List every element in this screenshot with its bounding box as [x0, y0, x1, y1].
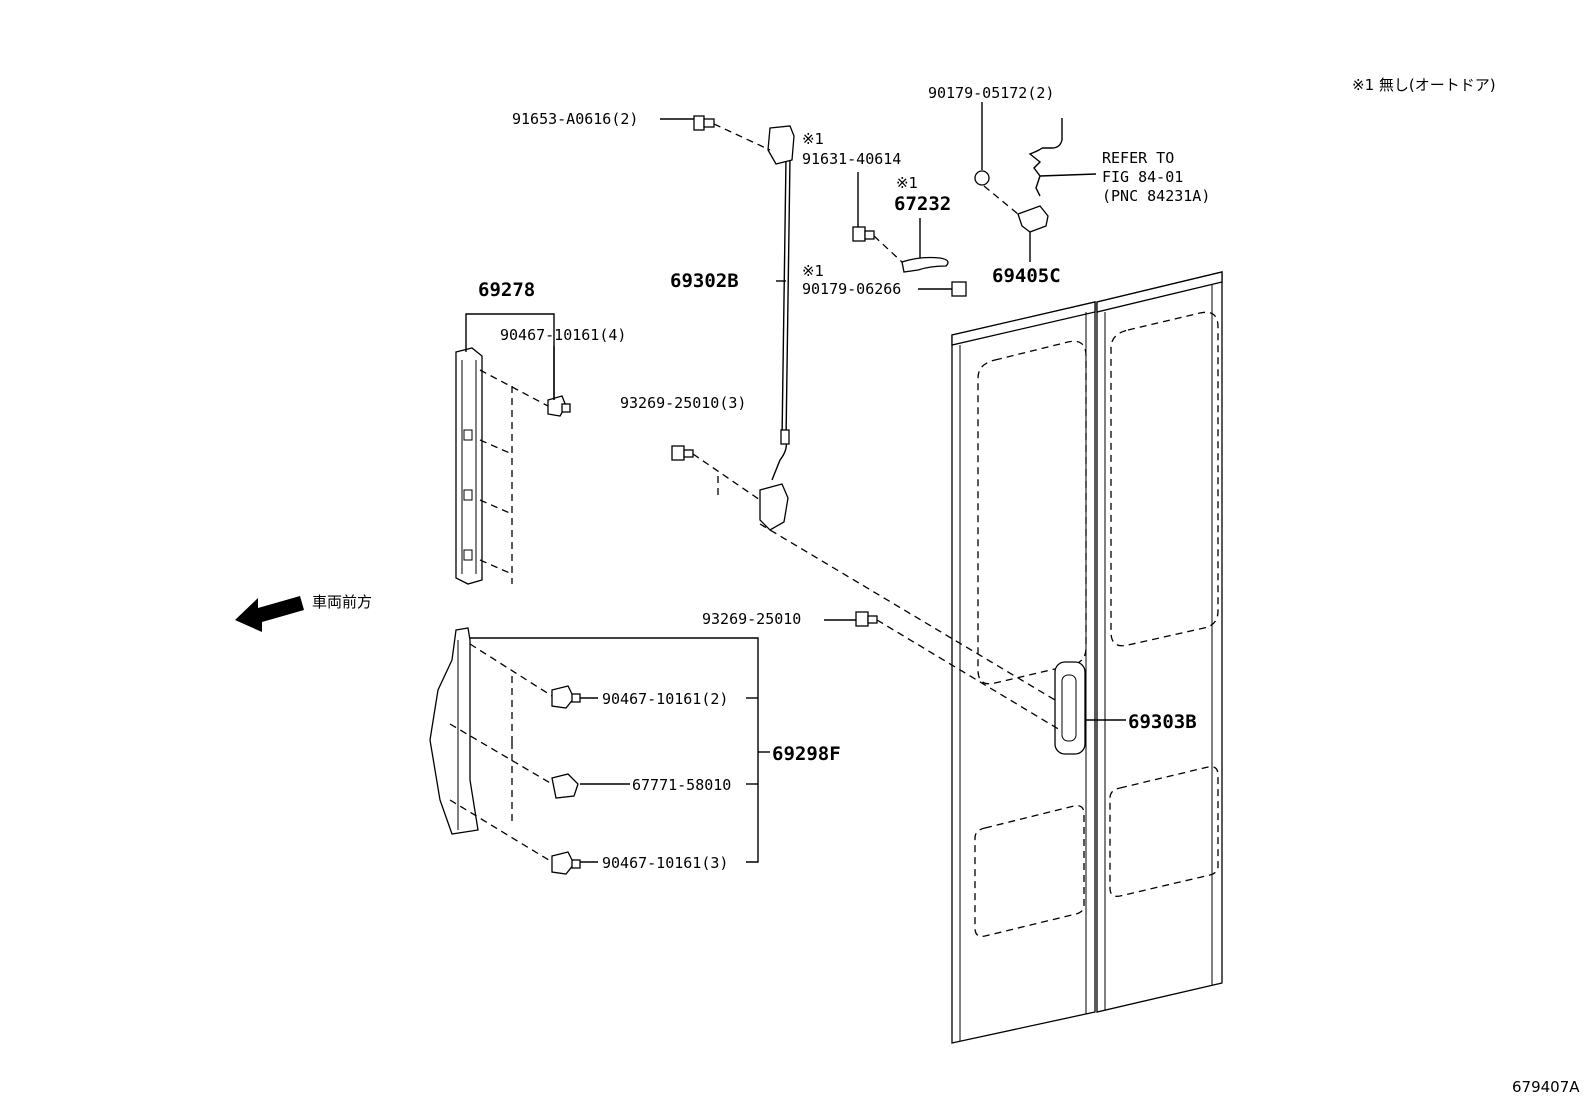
front-direction-label: 車両前方 [312, 593, 372, 611]
clip-90467-2 [551, 685, 581, 709]
callout-69278: 69278 [478, 279, 535, 301]
callout-90467-10161-2: 90467-10161(2) [602, 690, 728, 708]
installation-lines [449, 123, 1061, 863]
screw-93269-upper [671, 445, 694, 461]
callout-91631-40614: 91631-40614 [802, 150, 901, 168]
screw-93269-lower [855, 611, 878, 627]
callout-90467-10161-4: 90467-10161(4) [500, 326, 626, 344]
callout-91653-A0616: 91653-A0616(2) [512, 110, 638, 128]
callout-69302B: 69302B [670, 270, 739, 292]
rear-door-panels [951, 271, 1223, 1044]
bolt-91631 [852, 226, 875, 242]
note-mark-1: ※1 [802, 130, 824, 148]
pillar-trim-69278 [455, 347, 483, 585]
outside-handle [1054, 661, 1086, 755]
refer-to-line-2: FIG 84-01 [1102, 168, 1183, 186]
lock-69405C [1017, 205, 1049, 233]
cable [1028, 147, 1043, 197]
callout-93269-25010-3: 93269-25010(3) [620, 394, 746, 412]
lever-67232 [901, 256, 949, 273]
lock-rod-assembly [759, 125, 795, 531]
callout-69405C: 69405C [992, 265, 1061, 287]
refer-to-line-3: (PNC 84231A) [1102, 187, 1210, 205]
leader-lines [465, 102, 1126, 863]
figure-id: 679407A [1512, 1078, 1580, 1096]
quarter-trim-69298F [429, 627, 479, 835]
header-note: ※1 無し(オートドア) [1352, 76, 1496, 94]
note-mark-3: ※1 [802, 262, 824, 280]
clip-90467-4 [547, 395, 571, 417]
callout-90467-10161-3: 90467-10161(3) [602, 854, 728, 872]
refer-to-line-1: REFER TO [1102, 149, 1174, 167]
callout-67771-58010: 67771-58010 [632, 776, 731, 794]
clip-90467-3 [551, 851, 581, 875]
callout-93269-25010: 93269-25010 [702, 610, 801, 628]
nut-90179-06266 [951, 281, 967, 297]
callout-69303B: 69303B [1128, 711, 1197, 733]
callout-69298F: 69298F [772, 743, 841, 765]
front-direction-arrow [235, 596, 304, 632]
note-mark-2: ※1 [896, 174, 918, 192]
callout-90179-06266: 90179-06266 [802, 280, 901, 298]
nut-90179-05172 [974, 170, 990, 186]
callout-67232: 67232 [894, 193, 951, 215]
callout-90179-05172: 90179-05172(2) [928, 84, 1054, 102]
clip-67771 [551, 773, 579, 799]
bolt-91653 [693, 115, 715, 131]
